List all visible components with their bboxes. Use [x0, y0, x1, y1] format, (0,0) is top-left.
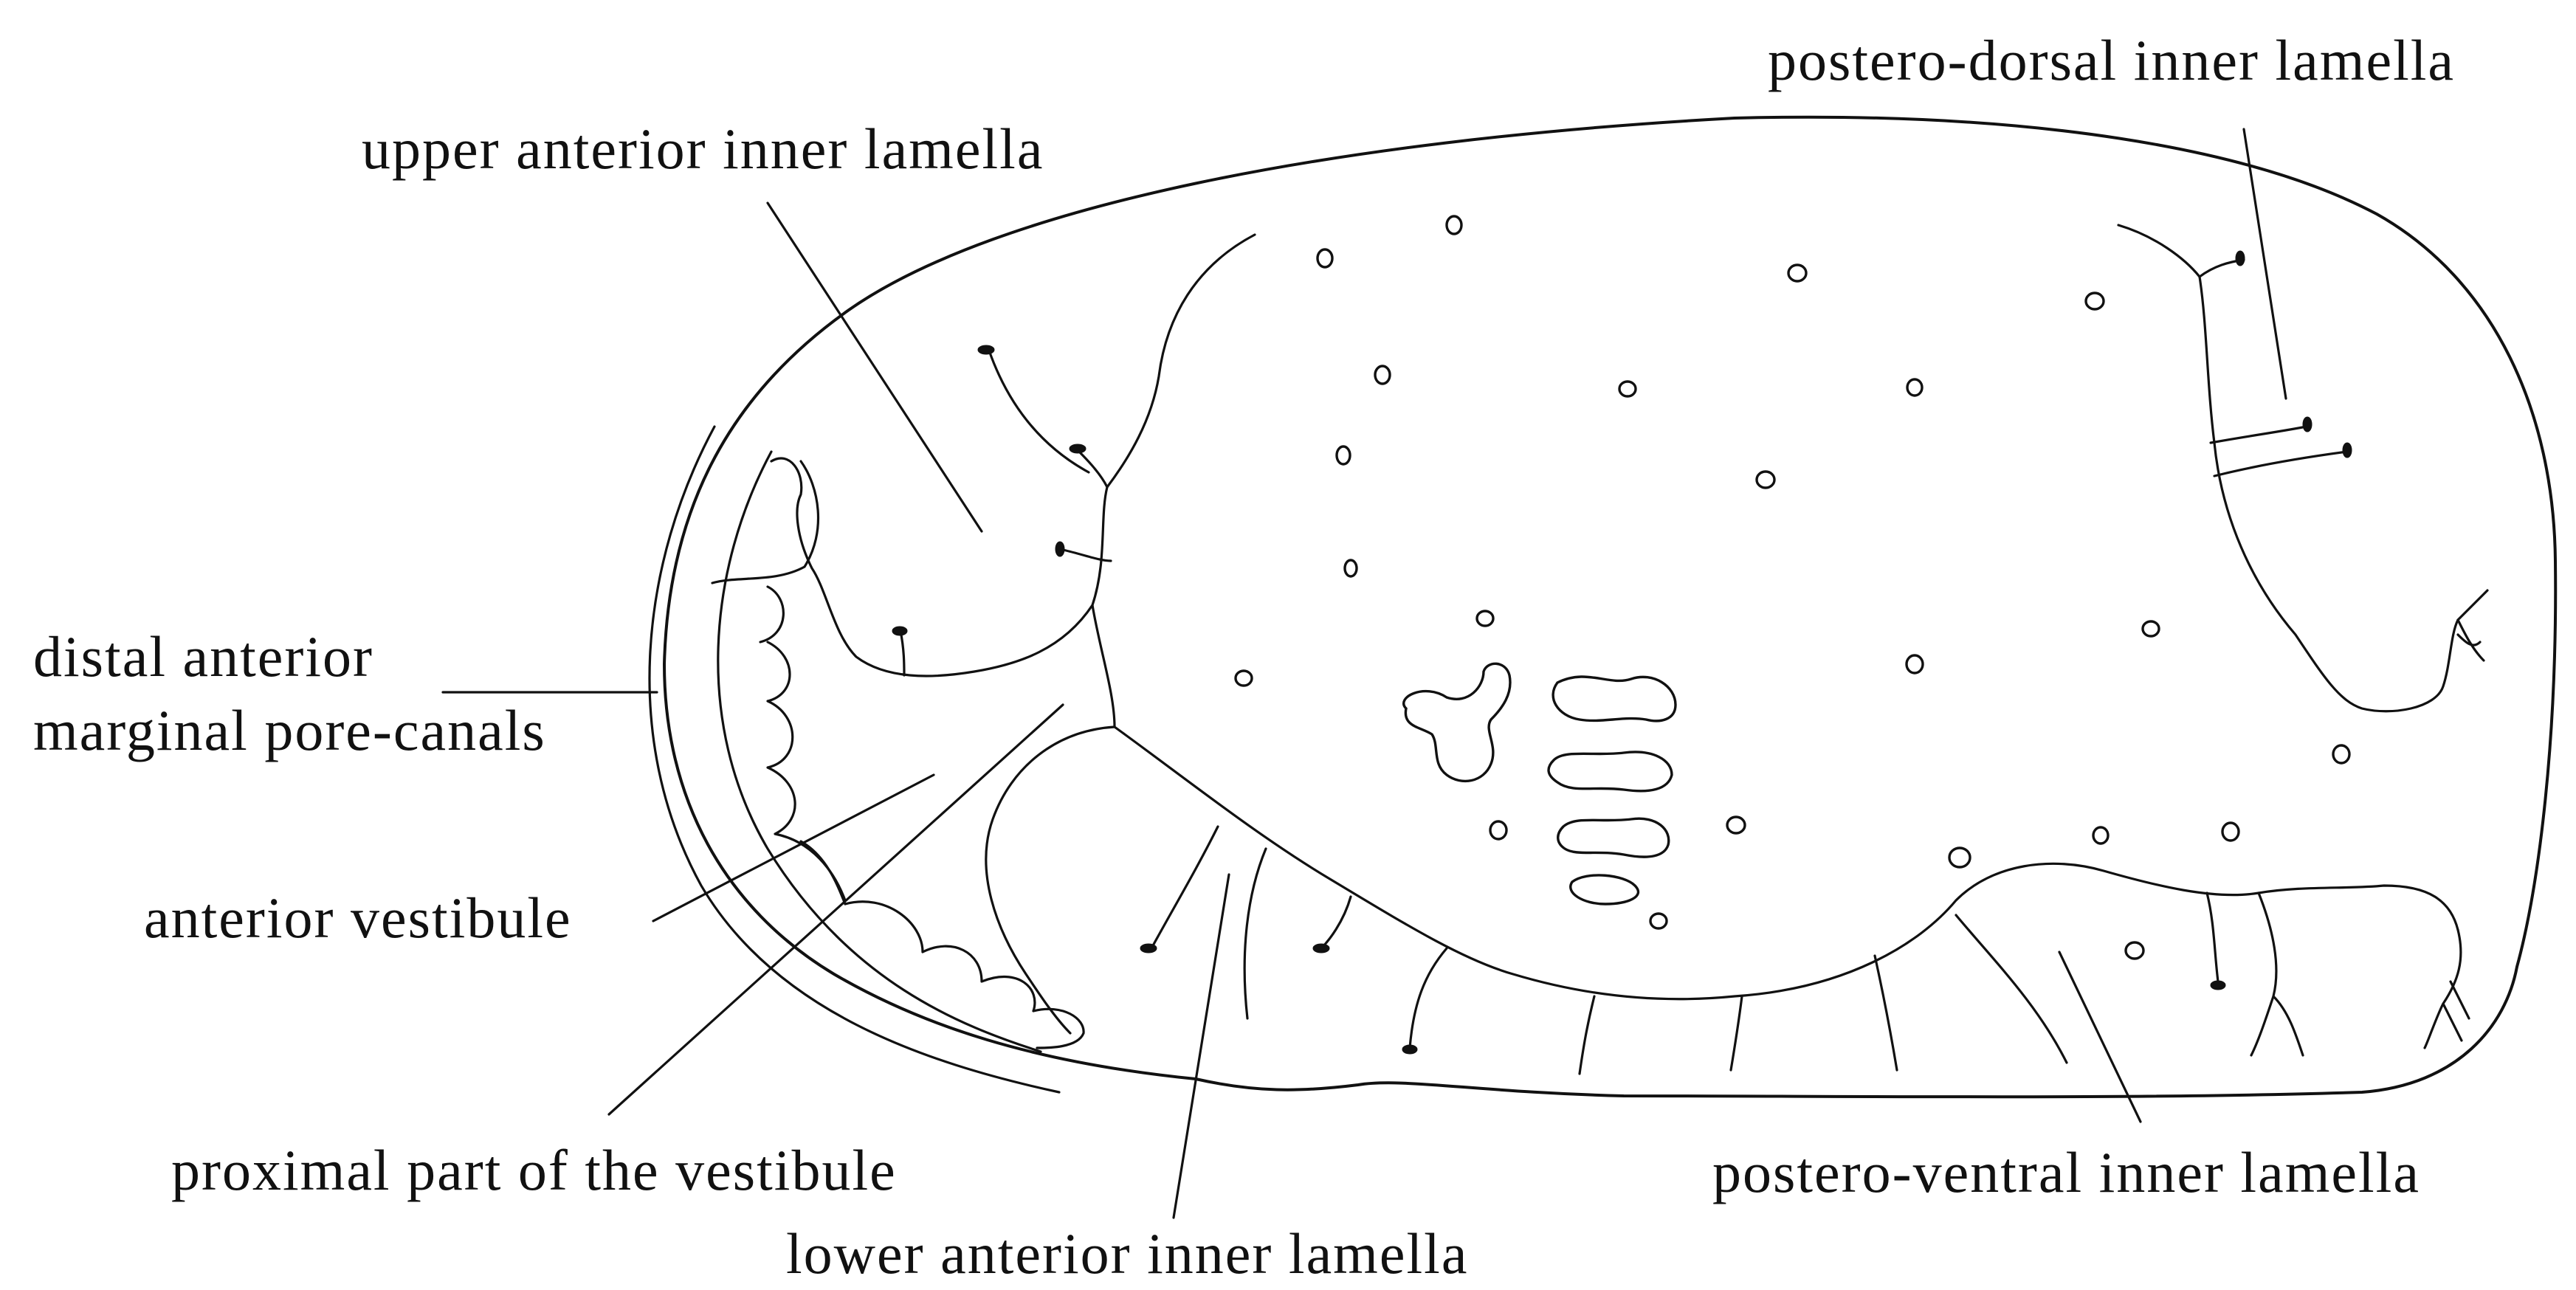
- ventral-canal-5: [1580, 996, 1594, 1074]
- lamella-tip-4: [893, 627, 906, 635]
- vestibule-edge: [801, 841, 845, 904]
- lamella-tip-2: [1070, 445, 1085, 452]
- ventral-canal-4: [1410, 948, 1447, 1048]
- label-upper-anterior: upper anterior inner lamella: [362, 117, 1044, 181]
- ventral-canal-8: [1956, 915, 2067, 1063]
- ventral-canal-6: [1731, 996, 1742, 1070]
- outer-margin-arc-1: [650, 427, 1059, 1092]
- upper-lamella-branch-4: [900, 631, 904, 675]
- muscle-scars: [1404, 663, 1676, 904]
- postero-dorsal-boundary: [2118, 225, 2487, 711]
- ventral-canal-3: [1321, 897, 1351, 948]
- upper-lamella-branch-3: [1063, 550, 1111, 561]
- dorsal-tip-3: [2343, 444, 2351, 457]
- outer-margin-arc-2: [718, 452, 1041, 1052]
- lower-lamella-boundary: [986, 727, 2458, 1033]
- upper-lamella-branch-1: [989, 351, 1089, 472]
- ventral-canal-2: [1244, 849, 1266, 1018]
- label-distal-anterior-2: marginal pore-canals: [33, 698, 546, 762]
- postero-dorsal-branch-3: [2214, 452, 2347, 476]
- leader-lower-anterior: [1174, 875, 1229, 1218]
- ventral-tip-3: [1403, 1046, 1416, 1053]
- ventral-canal-7: [1875, 956, 1897, 1070]
- label-proximal-vestibule: proximal part of the vestibule: [171, 1138, 897, 1202]
- ventral-tip-2: [1314, 945, 1329, 952]
- ventral-tip-1: [1141, 945, 1156, 952]
- label-postero-dorsal: postero-dorsal inner lamella: [1768, 28, 2455, 92]
- postero-dorsal-branch-2: [2211, 426, 2310, 443]
- label-postero-ventral: postero-ventral inner lamella: [1712, 1140, 2420, 1204]
- postero-dorsal-branch-4: [2458, 620, 2484, 660]
- lamella-tip-3: [1056, 542, 1064, 556]
- anterior-scallop-canals: [712, 461, 845, 900]
- label-lower-anterior: lower anterior inner lamella: [786, 1221, 1468, 1286]
- upper-lamella-boundary: [771, 235, 1255, 676]
- ventral-canal-11: [2425, 930, 2469, 1048]
- label-distal-anterior-1: distal anterior: [33, 624, 373, 689]
- ventral-canal-1: [1151, 827, 1218, 948]
- label-anterior-vestibule: anterior vestibule: [144, 886, 572, 950]
- lamella-tip-1: [979, 346, 993, 353]
- vestibule-inner-line: [1092, 605, 1115, 727]
- dorsal-tip-1: [2236, 252, 2244, 265]
- valve-outline: [664, 117, 2555, 1097]
- ventral-tip-4: [2211, 982, 2225, 989]
- dorsal-tip-2: [2304, 418, 2311, 431]
- normal-pore-canals: [1236, 216, 2349, 959]
- ventral-canal-10: [2251, 893, 2303, 1055]
- ventral-canal-9: [2207, 893, 2218, 982]
- leader-upper-anterior: [768, 203, 982, 531]
